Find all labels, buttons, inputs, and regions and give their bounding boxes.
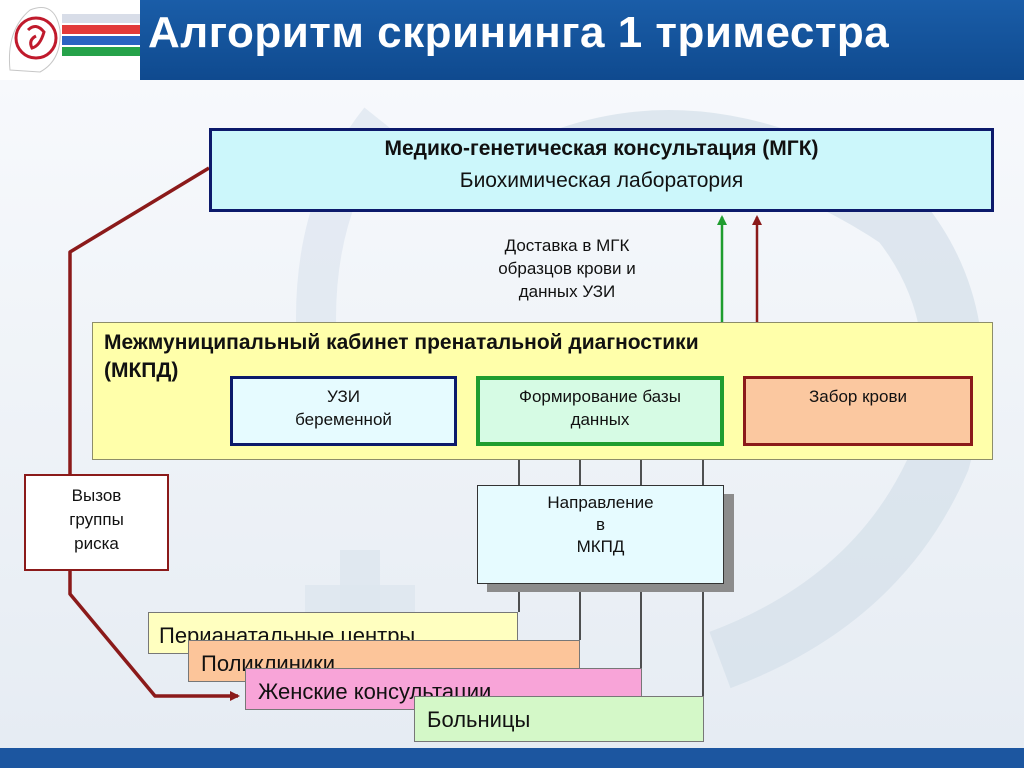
- mgk-box: Медико-генетическая консультация (МГК) Б…: [209, 128, 994, 212]
- risk-call-label: группы: [69, 510, 124, 529]
- mkpd-title: Межмуниципальный кабинет пренатальной ди…: [104, 331, 699, 354]
- risk-call-label: риска: [74, 534, 119, 553]
- blood-sampling-box: Забор крови: [743, 376, 973, 446]
- footer-bar: [0, 748, 1024, 768]
- referral-label: в: [595, 515, 606, 534]
- delivery-note: Доставка в МГК образцов крови и данных У…: [462, 234, 672, 303]
- risk-call-box: Вызов группы риска: [24, 474, 169, 571]
- referral-box: Направление в МКПД: [477, 485, 724, 584]
- logo-emblem-icon: [0, 0, 140, 80]
- institution-label: Больницы: [427, 707, 531, 732]
- delivery-note-line: данных УЗИ: [518, 282, 616, 301]
- blood-sampling-label: Забор крови: [809, 387, 907, 406]
- referral-label: МКПД: [576, 537, 625, 556]
- title-bar: Алгоритм скрининга 1 триместра: [0, 0, 1024, 80]
- institution-hospitals-box: Больницы: [414, 696, 704, 742]
- mkpd-abbr: (МКПД): [104, 359, 179, 382]
- database-box: Формирование базы данных: [476, 376, 724, 446]
- uzi-label: беременной: [295, 410, 392, 429]
- delivery-note-line: образцов крови и: [498, 259, 636, 278]
- page-title: Алгоритм скрининга 1 триместра: [148, 8, 890, 57]
- mgk-title: Медико-генетическая консультация (МГК): [384, 137, 819, 160]
- mgk-subtitle: Биохимическая лаборатория: [459, 169, 744, 192]
- database-label: данных: [570, 410, 630, 429]
- referral-label: Направление: [547, 493, 654, 512]
- risk-call-connector-line: [68, 166, 240, 701]
- uzi-box: УЗИ беременной: [230, 376, 457, 446]
- risk-call-label: Вызов: [71, 486, 122, 505]
- uzi-label: УЗИ: [327, 387, 360, 406]
- delivery-note-line: Доставка в МГК: [504, 236, 630, 255]
- database-label: Формирование базы: [519, 387, 681, 406]
